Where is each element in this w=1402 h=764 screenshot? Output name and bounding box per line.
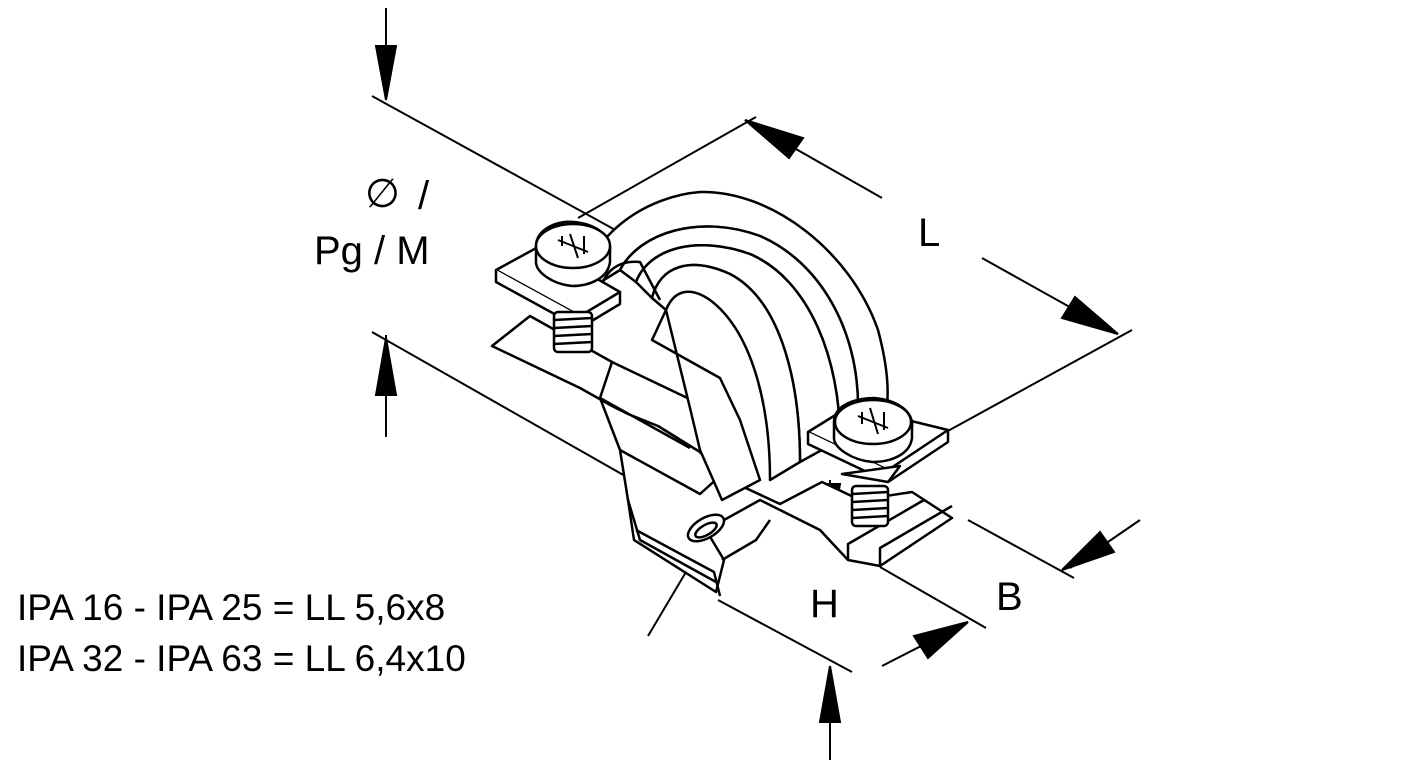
l-arrowhead-right — [1062, 297, 1118, 334]
length-label: L — [918, 211, 941, 255]
diameter-dimension — [372, 8, 655, 493]
width-label: B — [996, 575, 1023, 619]
pg-m-label: Pg / M — [314, 229, 430, 273]
slot-spec-line-2: IPA 32 - IPA 63 = LL 6,4x10 — [17, 638, 466, 679]
base-bracket — [492, 316, 952, 596]
dia-extension-top — [372, 96, 648, 248]
height-label: H — [810, 582, 839, 626]
diameter-slash: / — [418, 174, 430, 218]
left-screw-assembly — [496, 222, 620, 352]
dia-arrowhead-top — [376, 46, 396, 100]
dia-extension-bottom — [372, 332, 655, 493]
diameter-symbol: ∅ — [365, 172, 400, 216]
l-extension-right — [946, 330, 1132, 432]
b-extension-top — [968, 520, 1074, 578]
length-dimension — [578, 117, 1132, 432]
width-dimension — [880, 520, 1140, 666]
clamp-strap — [578, 192, 888, 500]
l-arrowhead-left — [745, 120, 803, 158]
long-hole — [684, 509, 729, 546]
h-arrowhead-bottom — [820, 666, 840, 722]
right-screw-assembly — [808, 398, 948, 526]
dia-arrowhead-bottom — [376, 338, 396, 395]
slot-spec-line-1: IPA 16 - IPA 25 = LL 5,6x8 — [17, 587, 446, 628]
b-extension-bottom — [880, 567, 986, 628]
b-arrowhead-top — [1062, 532, 1114, 570]
b-arrowhead-bottom — [914, 622, 968, 658]
h-extension-bottom — [718, 600, 852, 672]
l-extension-left — [578, 117, 756, 218]
